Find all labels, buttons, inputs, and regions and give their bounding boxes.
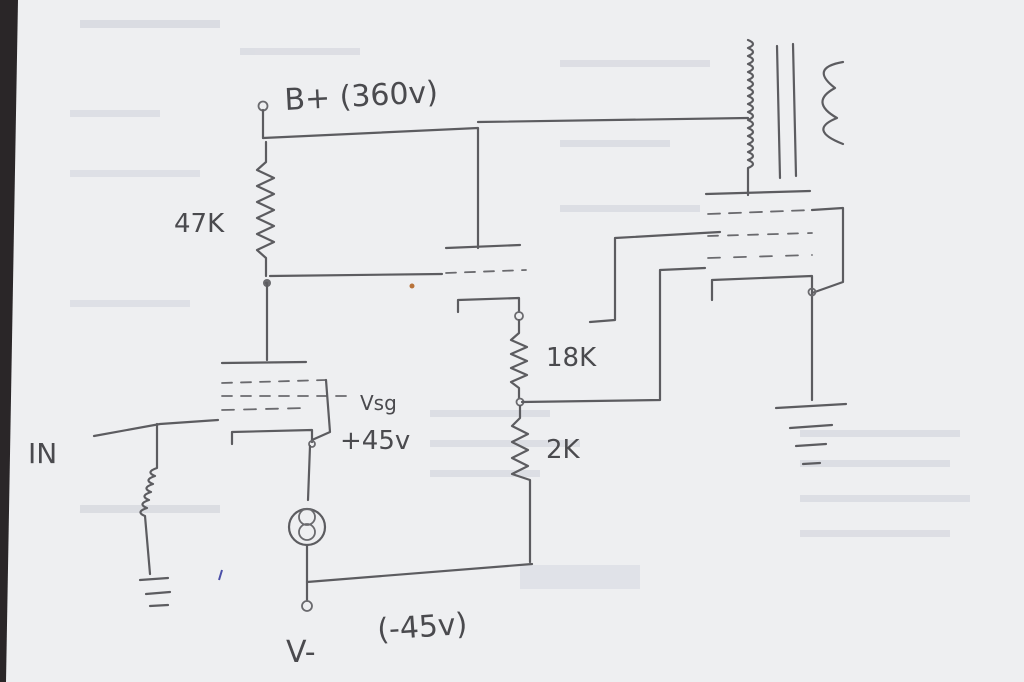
- output-grid-feed-wire: [520, 266, 707, 404]
- ground-symbol-left: [138, 576, 172, 608]
- vminus-label: V-: [286, 635, 316, 670]
- ground-symbol-right: [774, 402, 848, 466]
- minus45-label: (-45v): [376, 607, 468, 648]
- current-source-inner-bottom: [298, 523, 316, 541]
- stray-ink-mark: [218, 569, 223, 581]
- vminus-rail-wire: [305, 562, 534, 584]
- vsg-label: Vsg: [360, 391, 397, 415]
- output-plate-feed-wire: [476, 116, 750, 124]
- resistor-47k-label: 47K: [174, 209, 225, 239]
- output-tube-grid-2: [707, 232, 813, 237]
- vminus-terminal: [301, 600, 313, 612]
- input-wire: [92, 418, 220, 438]
- bleed-through-text: [70, 20, 970, 589]
- cathode-node-right: [807, 287, 817, 297]
- cathode-to-source-wire: [306, 444, 312, 502]
- bplus-label: B+ (360v): [284, 75, 439, 118]
- resistor-18k: [509, 318, 529, 400]
- follower-cathode: [456, 296, 521, 314]
- grid-leak-resistor: [139, 422, 159, 576]
- suppressor-link: [310, 378, 332, 442]
- stray-ink-dot: [409, 283, 415, 289]
- bplus-rail-wire: [261, 126, 480, 250]
- grid-link-wire: [264, 272, 444, 285]
- pentode-cathode: [230, 428, 314, 446]
- transformer-secondary: [821, 60, 845, 146]
- follower-grid: [445, 269, 527, 274]
- resistor-2k: [510, 404, 532, 564]
- output-tube-grid-1: [707, 209, 813, 215]
- pentode-grid-1: [221, 407, 307, 411]
- screen-grid-node: [308, 440, 316, 448]
- output-tube-plate: [704, 189, 812, 196]
- output-tube-left-wire: [588, 230, 722, 324]
- resistor-18k-label: 18K: [546, 343, 597, 373]
- screen-supply-wire: [810, 206, 845, 295]
- output-cathode: [710, 274, 814, 402]
- pentode-plate: [220, 360, 308, 365]
- transformer-core: [775, 42, 798, 180]
- plus45-label: +45v: [340, 426, 410, 456]
- pentode-grid-3: [221, 379, 327, 384]
- resistor-2k-label: 2K: [546, 435, 581, 465]
- resistor-47k: [255, 140, 276, 278]
- input-label: IN: [28, 437, 57, 470]
- output-tube-grid-3: [707, 254, 813, 259]
- current-source-inner-top: [298, 508, 316, 526]
- follower-plate: [444, 243, 522, 250]
- transformer-primary: [746, 38, 755, 197]
